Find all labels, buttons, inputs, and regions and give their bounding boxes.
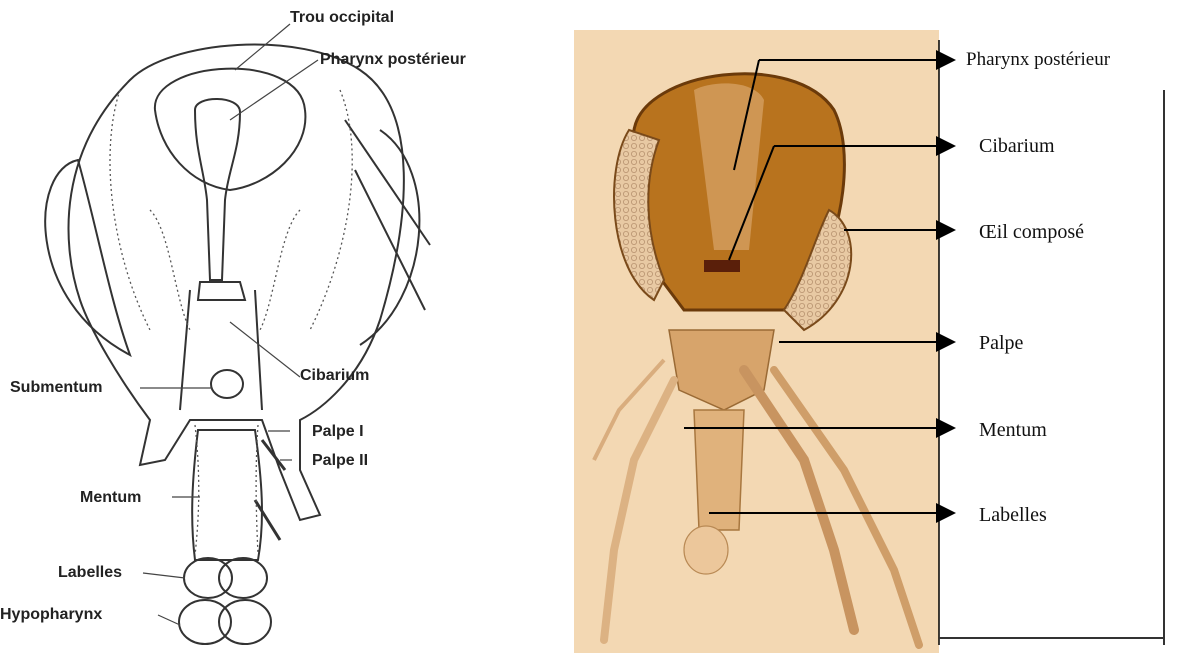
cibarium [198, 282, 245, 300]
label-cibarium: Cibarium [300, 368, 369, 384]
label-r-oeil-compose: Œil composé [979, 222, 1084, 242]
label-labelles: Labelles [58, 565, 122, 581]
mentum [192, 430, 262, 560]
label-palpe-i: Palpe I [312, 424, 364, 440]
label-trou-occipital: Trou occipital [290, 10, 394, 26]
hypopharynx-left [179, 600, 231, 644]
label-pharynx-posterieur: Pharynx postérieur [320, 52, 466, 68]
hypopharynx-right [219, 600, 271, 644]
antenna-1 [345, 120, 430, 245]
label-submentum: Submentum [10, 380, 102, 396]
label-r-mentum: Mentum [979, 420, 1047, 440]
left-compound-eye [45, 160, 130, 355]
photo-figure: Pharynx postérieur Cibarium Œil composé … [574, 30, 1178, 653]
label-r-pharynx-posterieur: Pharynx postérieur [966, 50, 1110, 69]
label-r-cibarium: Cibarium [979, 136, 1055, 156]
label-hypopharynx: Hypopharynx [0, 607, 102, 623]
submentum [211, 370, 243, 398]
head-line-drawing [0, 0, 560, 653]
label-mentum: Mentum [80, 490, 141, 506]
label-r-labelles: Labelles [979, 505, 1047, 525]
label-r-palpe: Palpe [979, 333, 1023, 353]
antenna-2 [355, 170, 425, 310]
label-palpe-ii: Palpe II [312, 453, 368, 469]
labella-right [219, 558, 267, 598]
photo-cibarium [704, 260, 740, 272]
line-drawing-figure: Trou occipital Pharynx postérieur Cibari… [0, 0, 560, 653]
head-photograph [574, 30, 1178, 653]
